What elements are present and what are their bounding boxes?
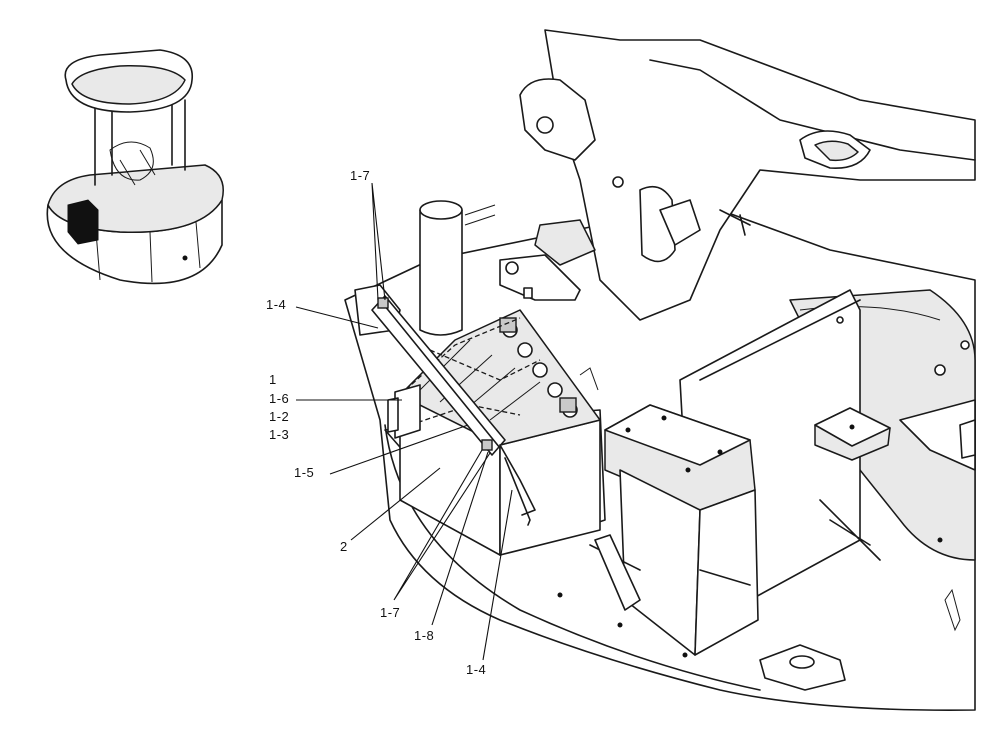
callout-1-3: 1-3 [269, 427, 290, 442]
callout-1-7-bottom: 1-7 [380, 605, 401, 620]
machine-locator-icon [46, 49, 224, 285]
callout-1-4-top: 1-4 [266, 297, 287, 312]
callout-1: 1 [269, 372, 277, 387]
leader-1-7-bottom [393, 449, 491, 601]
leader-1-4-bottom [482, 489, 513, 661]
callout-1-6: 1-6 [269, 391, 290, 406]
leader-lines [295, 182, 513, 661]
leader-1-8 [431, 451, 489, 626]
callout-1-5: 1-5 [294, 465, 315, 480]
callout-2: 2 [340, 539, 348, 554]
callout-1-8: 1-8 [414, 628, 435, 643]
leader-1-4-top [295, 306, 379, 329]
callout-1-4-bottom: 1-4 [466, 662, 487, 677]
battery-icon [354, 200, 606, 556]
leader-2 [350, 467, 441, 541]
leader-1-5 [329, 424, 469, 475]
callout-1-2: 1-2 [269, 409, 290, 424]
callout-1-7-top: 1-7 [350, 168, 371, 183]
leader-1-7-top [371, 182, 386, 301]
